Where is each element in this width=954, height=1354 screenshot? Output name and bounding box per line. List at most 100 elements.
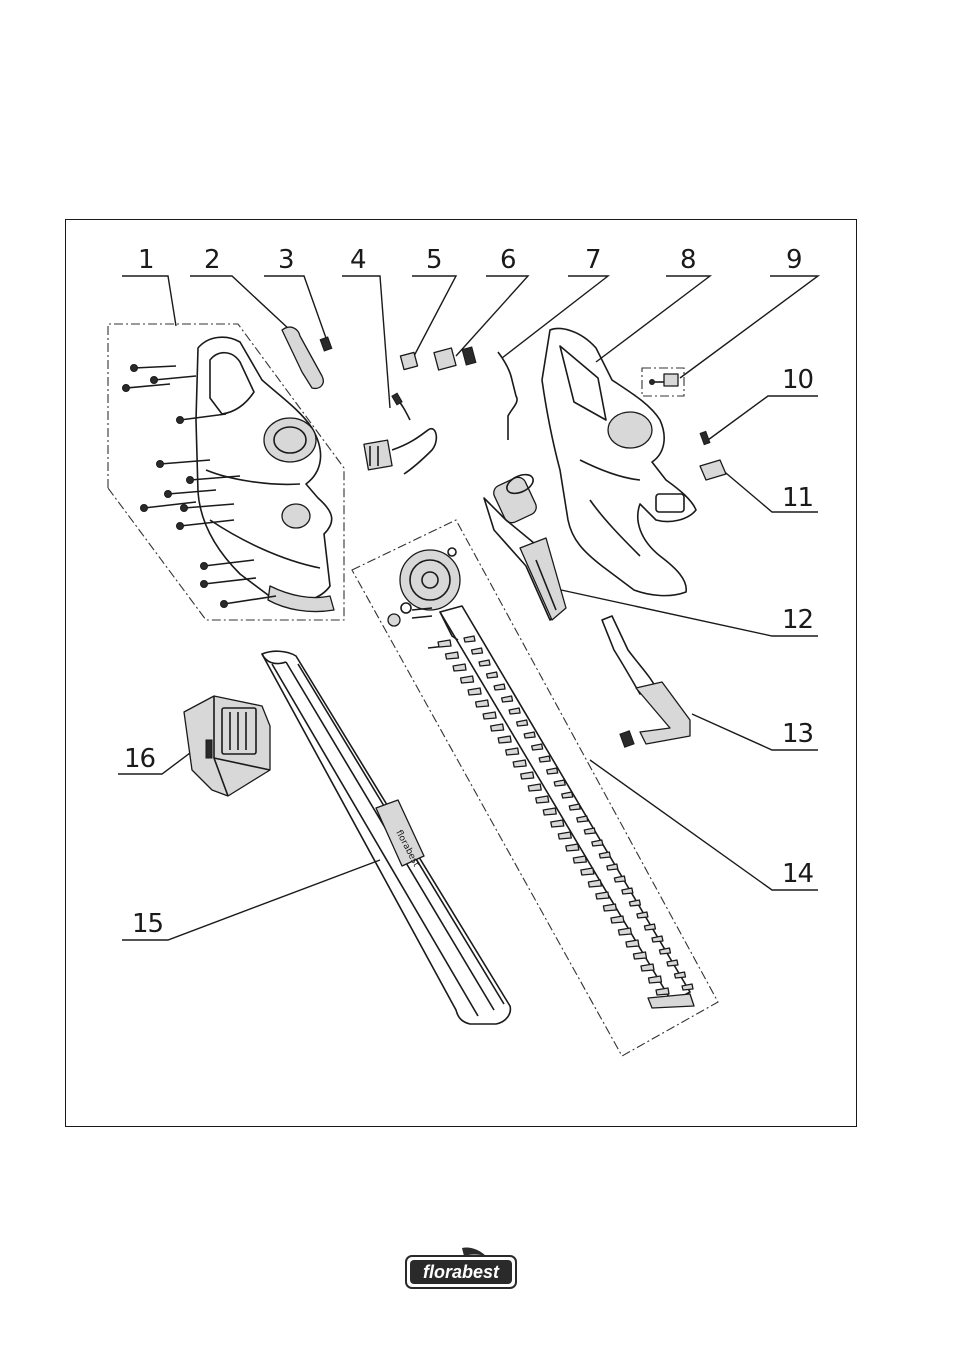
blade-tooth	[621, 887, 634, 895]
blade-tooth	[655, 987, 670, 996]
blade-tooth	[505, 747, 520, 756]
blade-tooth	[587, 879, 602, 888]
blade-tooth	[625, 939, 640, 948]
florabest-logo: florabest	[404, 1246, 518, 1290]
blade-tooth	[598, 851, 611, 859]
callout-12: 12	[782, 605, 813, 635]
blade-tooth	[632, 951, 648, 960]
screw-set-icon	[122, 364, 277, 608]
blade-tooth	[580, 867, 595, 876]
blade-tooth	[467, 687, 482, 696]
blade-tooth	[666, 959, 679, 967]
blade-tooth	[553, 779, 566, 787]
blade-tooth	[500, 695, 514, 703]
callout-1: 1	[138, 245, 154, 275]
callout-10: 10	[782, 365, 813, 395]
blade-tooth	[583, 827, 596, 835]
blade-tooth	[568, 803, 581, 811]
blade-teeth	[437, 635, 694, 996]
blade-tooth	[681, 983, 694, 991]
blade-tooth	[673, 971, 687, 979]
callout-15: 15	[132, 909, 163, 939]
blade-tooth	[452, 663, 467, 672]
lock-button-icon	[641, 367, 685, 397]
blade-tooth	[482, 711, 497, 720]
blade-tooth	[651, 935, 664, 943]
callout-9: 9	[786, 245, 802, 275]
wire-icon	[497, 351, 518, 440]
blade-tooth	[647, 975, 663, 984]
trigger-icon	[281, 326, 324, 390]
diagram-frame	[65, 219, 857, 1127]
blade-tooth	[557, 831, 572, 840]
blade-tooth	[640, 963, 655, 972]
blade-tooth	[523, 731, 536, 739]
blade-tooth	[542, 807, 557, 816]
callout-5: 5	[426, 245, 442, 275]
blade-icon	[351, 519, 719, 1057]
callout-4: 4	[350, 245, 366, 275]
connector-icon	[399, 351, 419, 371]
callout-13: 13	[782, 719, 813, 749]
housing-half-right-icon	[541, 327, 697, 597]
blade-tooth	[538, 755, 551, 763]
blade-tooth	[459, 675, 475, 684]
terminal-block-icon	[433, 346, 477, 371]
switch-icon	[363, 392, 438, 475]
blade-tooth	[493, 683, 506, 691]
blade-tooth	[617, 927, 633, 936]
blade-tooth	[515, 719, 529, 727]
blade-tooth	[565, 843, 580, 852]
callout-3: 3	[278, 245, 294, 275]
callout-2: 2	[204, 245, 220, 275]
brand-mark-icon: florabest	[405, 1247, 517, 1289]
blade-tooth	[444, 651, 460, 660]
blade-tooth	[561, 791, 574, 799]
release-button-icon	[699, 459, 727, 481]
blade-tooth	[463, 635, 476, 643]
blade-tooth	[489, 723, 505, 732]
front-handle-icon	[601, 615, 691, 748]
callout-8: 8	[680, 245, 696, 275]
blade-tooth	[535, 795, 550, 804]
small-spring-icon	[699, 430, 711, 446]
blade-guard-icon: florabest	[261, 650, 512, 1025]
blade-tooth	[628, 899, 642, 907]
battery-icon	[183, 695, 271, 797]
callout-6: 6	[500, 245, 516, 275]
blade-tooth	[591, 839, 604, 847]
blade-tooth	[572, 855, 587, 864]
blade-tooth	[485, 671, 499, 679]
leader-lines	[118, 275, 821, 941]
blade-tooth	[606, 863, 619, 871]
blade-tooth	[636, 911, 649, 919]
blade-tooth	[595, 891, 610, 900]
blade-tooth	[512, 759, 527, 768]
blade-tooth	[527, 783, 542, 792]
motor-icon	[483, 473, 567, 621]
callout-11: 11	[782, 483, 813, 513]
blade-tooth	[613, 875, 626, 883]
blade-tooth	[576, 815, 589, 823]
blade-tooth	[546, 767, 559, 775]
blade-tooth	[520, 771, 535, 780]
callout-7: 7	[585, 245, 601, 275]
blade-tooth	[610, 915, 625, 924]
blade-tooth	[658, 947, 672, 955]
blade-tooth	[643, 923, 657, 931]
housing-half-left-icon	[107, 323, 345, 621]
blade-tooth	[437, 639, 452, 648]
brand-name: florabest	[423, 1262, 500, 1282]
blade-tooth	[550, 819, 565, 828]
blade-tooth	[531, 743, 544, 751]
blade-tooth	[470, 647, 484, 655]
callout-16: 16	[124, 744, 155, 774]
spring-icon	[319, 336, 333, 352]
blade-tooth	[508, 707, 521, 715]
blade-tooth	[478, 659, 491, 667]
blade-tooth	[602, 903, 618, 912]
blade-tooth	[497, 735, 512, 744]
callout-14: 14	[782, 859, 814, 889]
blade-tooth	[474, 699, 490, 708]
